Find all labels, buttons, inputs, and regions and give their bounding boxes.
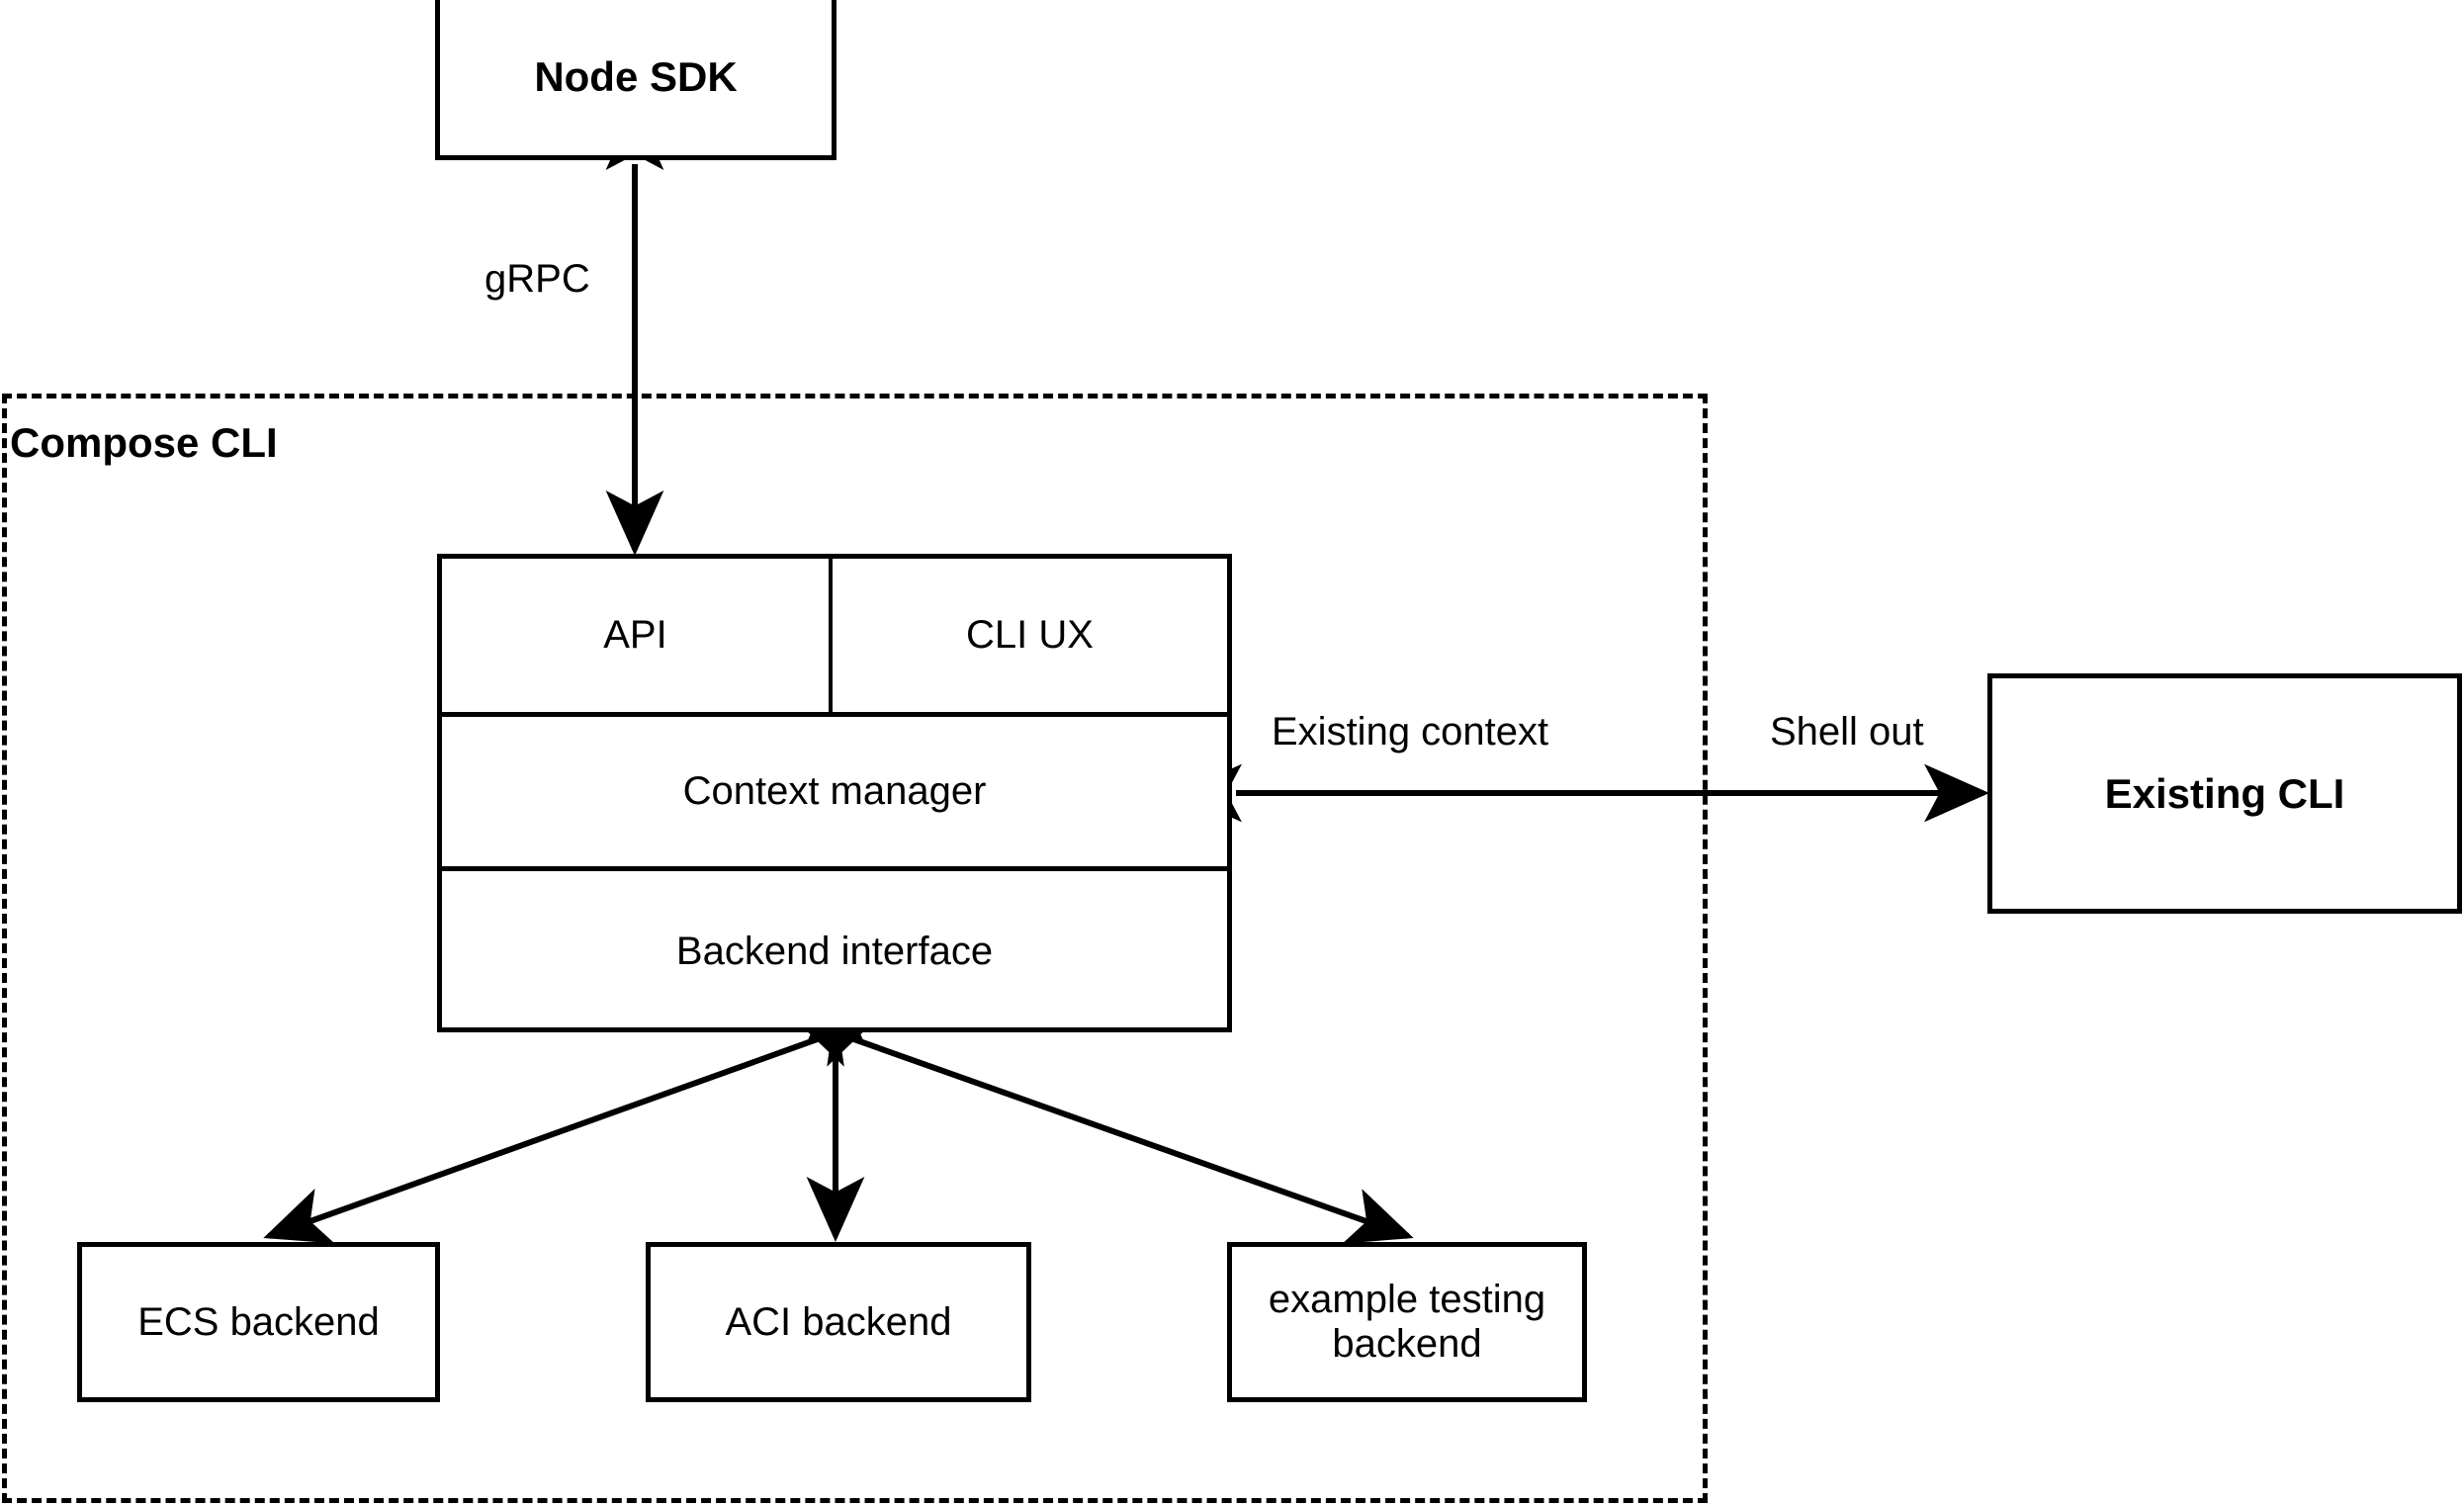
existing-cli-label: Existing CLI (2104, 769, 2345, 817)
compose-cli-title: Compose CLI (10, 419, 278, 466)
stack-cell-backend-interface-label: Backend interface (675, 930, 994, 973)
ecs-backend-label: ECS backend (137, 1299, 380, 1344)
existing-context-edge-label: Existing context (1272, 710, 1549, 754)
node-sdk-box[interactable]: Node SDK (435, 0, 836, 160)
existing-cli-box[interactable]: Existing CLI (1987, 673, 2462, 914)
stack-cell-cli-ux[interactable]: CLI UX (833, 559, 1227, 712)
stack-cell-api-label: API (603, 613, 667, 657)
stack-cell-backend-interface[interactable]: Backend interface (442, 871, 1227, 1032)
backend-example-connector (792, 1012, 1414, 1244)
backend-ecs-connector (263, 1012, 879, 1244)
stack-cell-context-manager[interactable]: Context manager (442, 717, 1227, 866)
aci-backend-box[interactable]: ACI backend (646, 1242, 1031, 1402)
node-sdk-label: Node SDK (534, 53, 738, 101)
stack-row-api-cliux: API CLI UX (442, 559, 1227, 717)
example-testing-backend-line2: backend (1332, 1322, 1482, 1366)
stack-cell-api[interactable]: API (442, 559, 833, 712)
shell-out-edge-label: Shell out (1770, 710, 1924, 754)
stack-cell-cli-ux-label: CLI UX (966, 613, 1094, 657)
stack-row-context-manager: Context manager (442, 717, 1227, 871)
example-testing-backend-line1: example testing (1268, 1278, 1546, 1322)
stack-row-backend-interface: Backend interface (442, 871, 1227, 1032)
stack-cell-context-manager-label: Context manager (682, 769, 987, 813)
example-testing-backend-box[interactable]: example testing backend (1227, 1242, 1587, 1402)
ecs-backend-box[interactable]: ECS backend (77, 1242, 440, 1402)
compose-cli-stack: API CLI UX Context manager Backend inter… (437, 554, 1232, 1032)
grpc-edge-label: gRPC (484, 257, 590, 301)
compose-cli-group (2, 394, 1708, 1503)
aci-backend-label: ACI backend (725, 1299, 952, 1344)
example-testing-backend-label: example testing backend (1261, 1278, 1553, 1367)
